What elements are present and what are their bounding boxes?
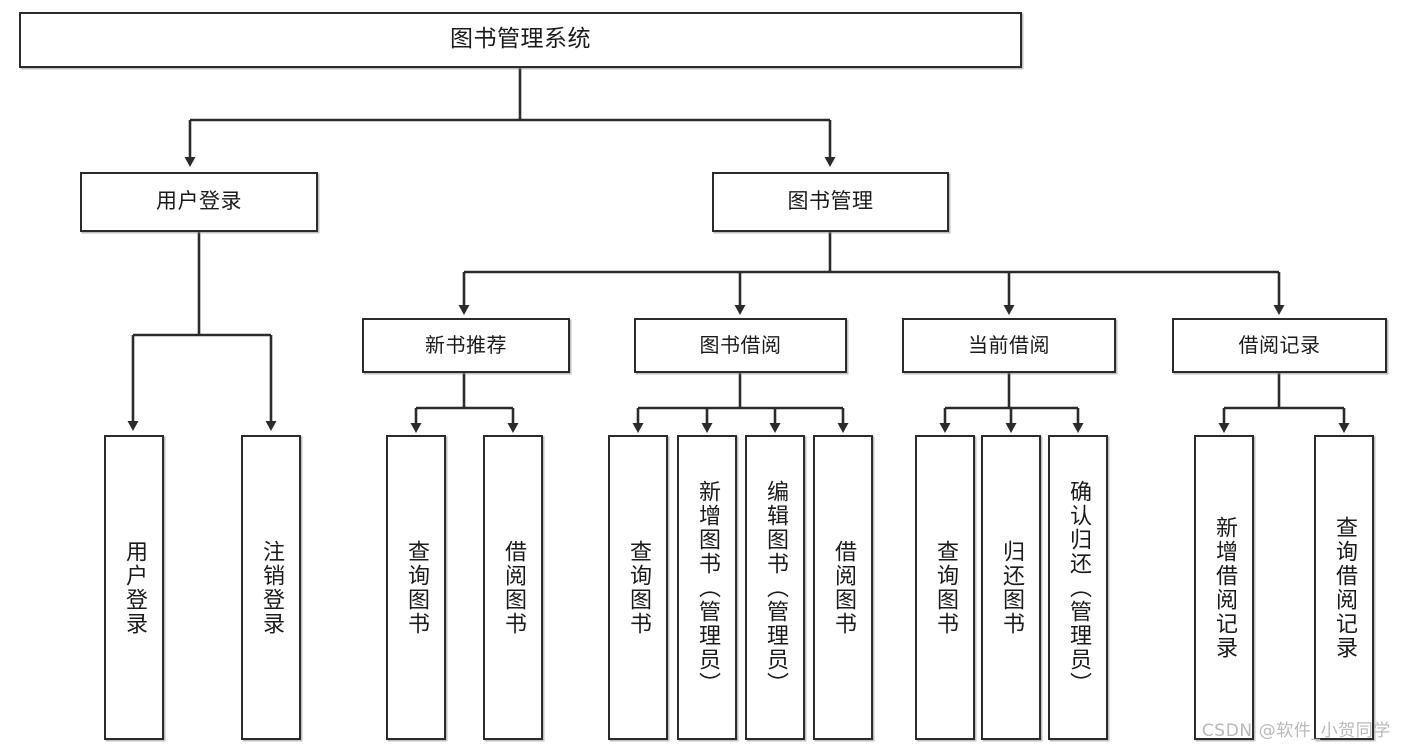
node-current-borrow[interactable]: 当前借阅 xyxy=(902,318,1116,373)
node-label: 注销登录 xyxy=(258,539,284,636)
leaf-add-book-admin[interactable]: 新增图书（管理员） xyxy=(677,435,737,740)
node-label: 确认归还（管理员） xyxy=(1065,479,1091,696)
node-label: 查询图书 xyxy=(932,539,958,636)
node-label: 借阅图书 xyxy=(500,539,526,636)
leaf-query-borrow-record[interactable]: 查询借阅记录 xyxy=(1314,435,1374,740)
leaf-borrow-book[interactable]: 借阅图书 xyxy=(813,435,873,740)
node-label: 借阅图书 xyxy=(830,539,856,636)
node-label: 查询图书 xyxy=(403,539,429,636)
leaf-query-book-new[interactable]: 查询图书 xyxy=(386,435,446,740)
node-label: 新增图书（管理员） xyxy=(694,479,720,696)
leaf-borrow-book-new[interactable]: 借阅图书 xyxy=(483,435,543,740)
leaf-confirm-return-admin[interactable]: 确认归还（管理员） xyxy=(1048,435,1108,740)
watermark-text: CSDN @软件_小贺同学 xyxy=(1201,721,1391,741)
node-label: 图书管理系统 xyxy=(450,26,591,53)
leaf-edit-book-admin[interactable]: 编辑图书（管理员） xyxy=(745,435,805,740)
leaf-logout[interactable]: 注销登录 xyxy=(241,435,301,740)
node-label: 用户登录 xyxy=(121,539,147,636)
leaf-return-book[interactable]: 归还图书 xyxy=(981,435,1041,740)
node-label: 查询图书 xyxy=(625,539,651,636)
node-label: 新增借阅记录 xyxy=(1211,515,1237,660)
node-label: 当前借阅 xyxy=(968,333,1050,358)
node-root-system[interactable]: 图书管理系统 xyxy=(19,12,1022,68)
leaf-query-book-current[interactable]: 查询图书 xyxy=(915,435,975,740)
node-label: 新书推荐 xyxy=(425,333,507,358)
node-label: 用户登录 xyxy=(156,189,242,214)
node-borrow-record[interactable]: 借阅记录 xyxy=(1172,318,1387,373)
leaf-query-book-borrow[interactable]: 查询图书 xyxy=(608,435,668,740)
node-label: 图书借阅 xyxy=(699,333,782,358)
node-new-book-recommend[interactable]: 新书推荐 xyxy=(362,318,570,373)
node-book-borrow[interactable]: 图书借阅 xyxy=(634,318,847,373)
node-label: 查询借阅记录 xyxy=(1331,515,1357,660)
node-label: 编辑图书（管理员） xyxy=(762,479,788,696)
node-book-management[interactable]: 图书管理 xyxy=(712,172,949,232)
node-label: 图书管理 xyxy=(787,189,874,214)
node-label: 归还图书 xyxy=(998,539,1024,636)
leaf-add-borrow-record[interactable]: 新增借阅记录 xyxy=(1194,435,1254,740)
node-label: 借阅记录 xyxy=(1238,333,1321,358)
node-user-login[interactable]: 用户登录 xyxy=(80,172,318,232)
leaf-user-login[interactable]: 用户登录 xyxy=(104,435,164,740)
